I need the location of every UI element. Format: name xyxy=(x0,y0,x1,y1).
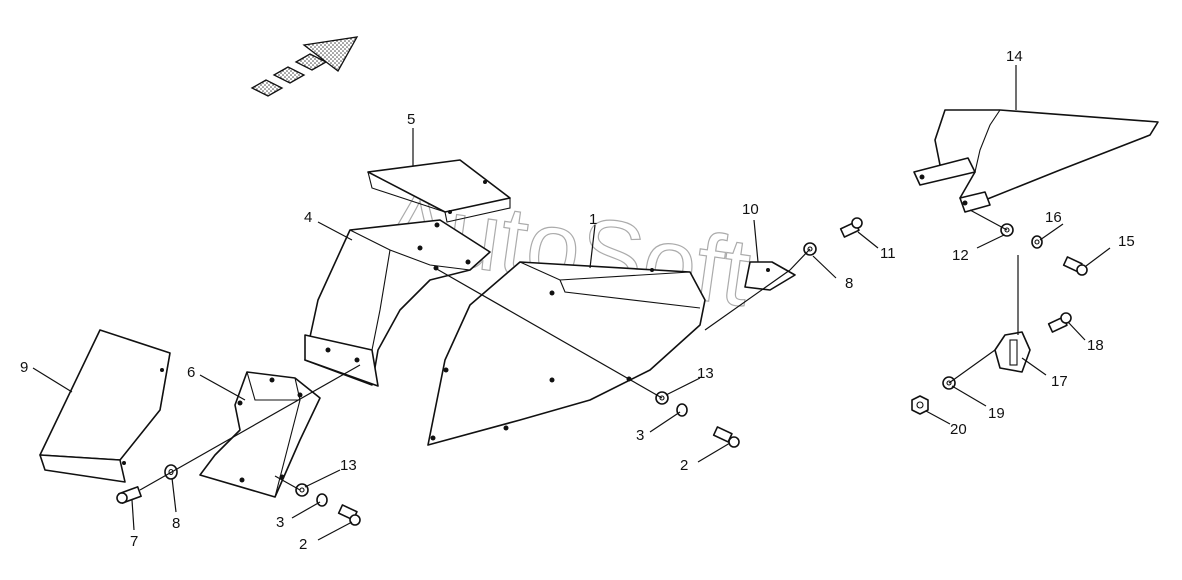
callout-5: 5 xyxy=(407,111,415,128)
bolt-7-icon xyxy=(116,486,142,504)
callout-6: 6 xyxy=(187,364,195,381)
part-1-side-panel xyxy=(427,261,706,446)
lockwasher-3b-icon xyxy=(676,403,688,417)
callout-9: 9 xyxy=(20,359,28,376)
nut-20-icon xyxy=(911,395,929,415)
part-14-rear-shield xyxy=(913,109,1159,213)
part-17-clamp xyxy=(994,331,1031,373)
callout-8: 8 xyxy=(172,515,180,532)
callout-15: 15 xyxy=(1118,233,1135,250)
callout-16: 16 xyxy=(1045,209,1062,226)
part-10-small-bracket xyxy=(744,261,796,291)
bolt-2b-icon xyxy=(712,426,740,448)
callout-2: 2 xyxy=(299,536,307,553)
direction-arrow-icon xyxy=(250,36,359,97)
part-4-guard xyxy=(304,219,491,387)
callout-18: 18 xyxy=(1087,337,1104,354)
callout-labels: 1 2 2 3 3 4 5 6 7 8 8 9 10 11 12 13 13 1… xyxy=(20,48,1135,553)
callout-3: 3 xyxy=(276,514,284,531)
callout-10: 10 xyxy=(742,201,759,218)
bolt-11-icon xyxy=(839,217,863,238)
assembly-axes xyxy=(139,209,1019,491)
part-9-cover xyxy=(39,329,171,483)
callout-14: 14 xyxy=(1006,48,1023,65)
callout-3: 3 xyxy=(636,427,644,444)
bolt-15-icon xyxy=(1062,256,1088,276)
callout-7: 7 xyxy=(130,533,138,550)
callout-12: 12 xyxy=(952,247,969,264)
callout-leaders xyxy=(32,65,1111,541)
callout-13: 13 xyxy=(697,365,714,382)
lockwasher-3-icon xyxy=(316,493,328,507)
callout-20: 20 xyxy=(950,421,967,438)
callout-2: 2 xyxy=(680,457,688,474)
callout-1: 1 xyxy=(589,211,597,228)
washer-16-icon xyxy=(1031,235,1043,249)
callout-19: 19 xyxy=(988,405,1005,422)
callout-8: 8 xyxy=(845,275,853,292)
part-6-bracket xyxy=(199,371,321,498)
bolt-18-icon xyxy=(1047,312,1072,333)
callout-17: 17 xyxy=(1051,373,1068,390)
callout-13: 13 xyxy=(340,457,357,474)
bolt-2-icon xyxy=(337,504,361,526)
callout-4: 4 xyxy=(304,209,312,226)
callout-11: 11 xyxy=(880,245,896,262)
fasteners xyxy=(116,217,1088,526)
part-5-top-plate xyxy=(367,159,511,223)
